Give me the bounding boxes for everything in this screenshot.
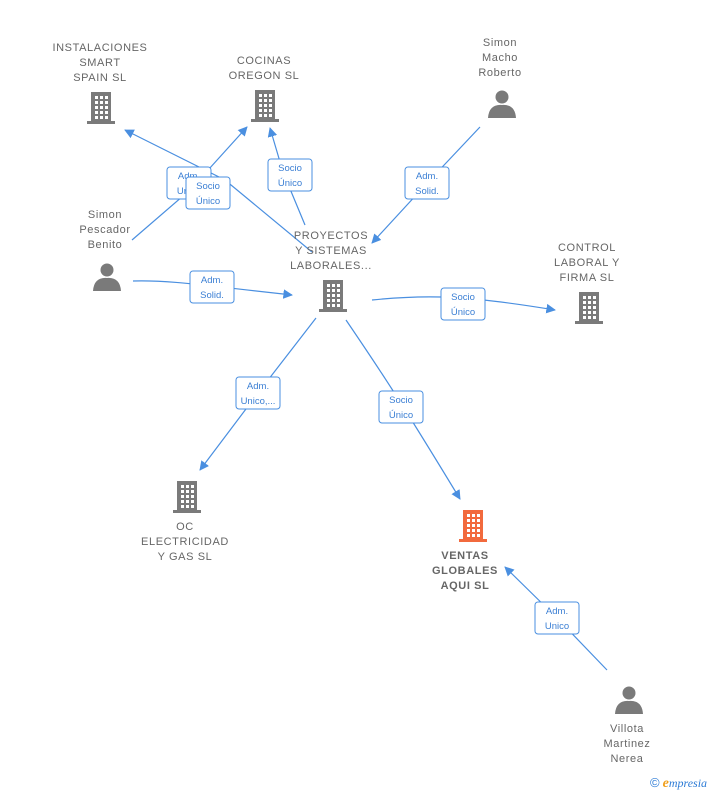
building-icon (251, 90, 279, 122)
edge-label-text: Único (451, 307, 475, 318)
brand-e: e (662, 776, 669, 791)
edge-label-text: Socio (278, 163, 302, 174)
node-label-line: Benito (88, 239, 123, 251)
building-icon (319, 280, 347, 312)
node-label-line: OREGON SL (229, 70, 300, 82)
node-label-line: SMART (79, 57, 120, 69)
edge-label-box[interactable]: Adm. Solid. (189, 270, 235, 304)
edge-label-text: Único (389, 410, 413, 421)
person-icon (93, 263, 121, 291)
building-icon (173, 481, 201, 513)
node-label-line: LABORAL Y (554, 257, 620, 269)
node-label-line: AQUI SL (441, 580, 490, 592)
person-icon (488, 90, 516, 118)
edge-label-text: Solid. (200, 290, 224, 301)
node-label-line: LABORALES... (290, 260, 372, 272)
edge-label-text: Unico,... (241, 396, 276, 407)
edge-label-box[interactable]: Adm. Unico,... (235, 376, 281, 410)
building-icon (459, 510, 487, 542)
node-label-line: ELECTRICIDAD (141, 536, 229, 548)
node-label-line: FIRMA SL (560, 272, 615, 284)
node-label-line: Martinez (604, 738, 651, 750)
building-icon (575, 292, 603, 324)
copyright-icon: © (650, 775, 660, 790)
nodes-layer: INSTALACIONES SMART SPAIN SL COCINAS OREGON … (52, 37, 651, 766)
edges-layer: Adm.UnicoSocioÚnicoSocioÚnicoAdm.Solid.A… (124, 126, 608, 671)
edge-label-text: Unico (545, 621, 569, 632)
edge-label-box[interactable]: Adm. Solid. (404, 166, 450, 200)
node-cocinas[interactable]: COCINAS OREGON SL (229, 55, 300, 122)
edge-label-text: Solid. (415, 186, 439, 197)
edge-label-box[interactable]: Adm. Unico (534, 601, 580, 635)
brand-name: mpresia (668, 776, 708, 790)
node-label-line: Simon (88, 209, 122, 221)
node-label-line: Villota (610, 723, 644, 735)
edge-label-text: Socio (196, 181, 220, 192)
node-label-line: Y GAS SL (158, 551, 213, 563)
node-label-line: Macho (482, 52, 518, 64)
edge-label-text: Socio (451, 292, 475, 303)
node-label-line: Nerea (611, 753, 644, 765)
person-icon (615, 686, 643, 714)
node-label-line: COCINAS (237, 55, 291, 67)
node-label-line: GLOBALES (432, 565, 498, 577)
node-ventas[interactable]: VENTAS GLOBALES AQUI SL (432, 510, 498, 592)
empresia-brand[interactable]: ©empresia (650, 775, 707, 792)
edge-label-text: Único (196, 196, 220, 207)
node-oc[interactable]: OC ELECTRICIDAD Y GAS SL (141, 481, 229, 563)
node-label-line: Y SISTEMAS (295, 245, 367, 257)
edge-label-text: Adm. (247, 381, 269, 392)
node-label-line: VENTAS (441, 550, 488, 562)
edge-label-text: Adm. (416, 171, 438, 182)
node-control[interactable]: CONTROL LABORAL Y FIRMA SL (554, 242, 620, 324)
edge-label-text: Único (278, 178, 302, 189)
node-label-line: PROYECTOS (294, 230, 368, 242)
edge-label-text: Socio (389, 395, 413, 406)
node-label-line: CONTROL (558, 242, 616, 254)
node-label-line: Roberto (478, 67, 521, 79)
node-instalaciones[interactable]: INSTALACIONES SMART SPAIN SL (52, 42, 147, 124)
edge-label-text: Adm. (546, 606, 568, 617)
node-label-line: SPAIN SL (73, 72, 127, 84)
edge-label-text: Adm. (201, 275, 223, 286)
node-label-line: Pescador (79, 224, 130, 236)
node-label-line: INSTALACIONES (52, 42, 147, 54)
node-label-line: Simon (483, 37, 517, 49)
building-icon (87, 92, 115, 124)
node-label-line: OC (176, 521, 194, 533)
node-proyectos[interactable]: PROYECTOS Y SISTEMAS LABORALES... (290, 230, 372, 312)
